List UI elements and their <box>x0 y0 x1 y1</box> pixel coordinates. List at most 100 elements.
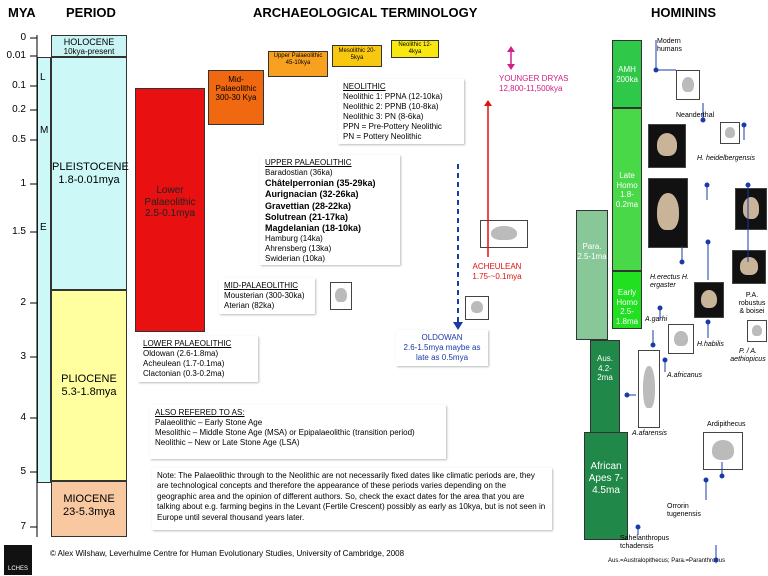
also-referred-info: ALSO REFERED TO AS: Palaeolithic – Early… <box>150 405 446 459</box>
upper-pal-line: Magdelanian (18-10ka) <box>265 223 362 233</box>
neolithic-box: Neolithic 12-4kya <box>391 40 439 58</box>
paranthropus-box: Para. 2.5-1ma <box>576 210 608 340</box>
mya-header: MYA <box>8 5 36 20</box>
early-homo-box: Early Homo 2.5-1.8ma <box>612 271 642 329</box>
lower-pal-line: Acheulean (1.7-0.1ma) <box>143 359 225 368</box>
ardipithecus-label: Ardipithecus <box>707 421 746 428</box>
pliocene-name: PLIOCENE <box>61 373 117 385</box>
mya-tick-label: 4 <box>20 412 26 423</box>
miocene-range: 23-5.3mya <box>63 505 115 518</box>
oldowan-label: OLDOWAN 2.6-1.5mya maybe as late as 0.5m… <box>396 330 488 366</box>
upper-pal-line: Solutrean (21-17ka) <box>265 211 349 222</box>
robustus-label: P.A. robustus & boisei <box>738 292 766 316</box>
afarensis-label: A.afarensis <box>632 430 668 437</box>
sub-epoch-late: L <box>40 72 46 83</box>
younger-dryas-label: YOUNGER DRYAS 12,800-11,500kya <box>499 74 585 93</box>
acheulean-range: 1.75-~0.1mya <box>472 271 522 281</box>
upper-pal-line: Châtelperronian (35-29ka) <box>265 178 376 188</box>
neolithic-line: Neolithic 3: PN (8-6ka) <box>343 112 424 121</box>
heidelbergensis-skull-image <box>720 122 740 144</box>
erectus-label: H.erectus H. ergaster <box>650 274 689 290</box>
upper-palaeolithic-info: UPPER PALAEOLITHIC Baradostian (36ka)Châ… <box>260 155 400 265</box>
acheulean-name: ACHEULEAN <box>472 262 522 271</box>
upper-pal-line: Swiderian (10ka) <box>265 254 326 264</box>
also-line: Mesolithic – Middle Stone Age (MSA) or E… <box>155 428 415 437</box>
lower-palaeolithic-info: LOWER PALAEOLITHIC Oldowan (2.6-1.8ma) A… <box>138 336 258 382</box>
oldowan-name: OLDOWAN <box>421 333 463 342</box>
aethiopicus-skull-image <box>747 320 767 342</box>
holocene-range: 10kya-present <box>63 47 115 57</box>
australopithecus-box: Aus. 4.2-2ma <box>590 340 620 440</box>
modern-humans-label: Modern humans <box>657 38 682 54</box>
upper-pal-line: Ahrensberg (13ka) <box>265 244 332 254</box>
neanderthal-skull-image <box>648 124 686 168</box>
mid-palaeolithic-info: MID-PALAEOLITHIC Mousterian (300-30ka) A… <box>219 278 315 314</box>
pleistocene-name: PLEISTOCENE <box>52 161 129 173</box>
holocene-box: HOLOCENE 10kya-present <box>51 35 127 57</box>
aethiopicus-label: P. / A. aethiopicus <box>730 348 766 364</box>
younger-dryas-range: 12,800-11,500kya <box>499 83 563 93</box>
upper-pal-title: UPPER PALAEOLITHIC <box>265 158 352 167</box>
neolithic-line: Neolithic 2: PPNB (10-8ka) <box>343 102 439 111</box>
oldowan-tool-image <box>465 296 489 320</box>
mid-palaeolithic-box: Mid-Palaeolithic 300-30 Kya <box>208 70 264 125</box>
pliocene-range: 5.3-1.8mya <box>61 385 117 398</box>
robustus-skull-image <box>735 188 767 230</box>
orrorin-label: Orrorin tugenensis <box>667 503 701 519</box>
period-header: PERIOD <box>66 5 116 20</box>
late-homo-box: Late Homo 1.8-0.2ma <box>612 108 642 271</box>
lower-pal-line: Clactonian (0.3-0.2ma) <box>143 369 225 378</box>
mya-tick-label: 3 <box>20 351 26 362</box>
sahelanthropus-label: Sahelanthropus tchadensis <box>620 535 670 551</box>
mid-pal-title: MID-PALAEOLITHIC <box>224 281 299 290</box>
sub-epoch-early: E <box>40 222 47 233</box>
neolithic-line: PN = Pottery Neolithic <box>343 132 422 141</box>
afarensis-skeleton-image <box>638 350 660 428</box>
upper-pal-line: Gravettian (28-22ka) <box>265 200 352 211</box>
mya-tick-label: 1.5 <box>12 226 26 237</box>
neolithic-info: NEOLITHIC Neolithic 1: PPNA (12-10ka) Ne… <box>338 79 464 144</box>
upper-pal-line: Baradostian (36ka) <box>265 168 333 177</box>
pleistocene-range: 1.8-0.01mya <box>58 173 120 186</box>
lower-palaeolithic-box: Lower Palaeolithic 2.5-0.1mya <box>135 88 205 332</box>
also-line: Neolithic – New or Late Stone Age (LSA) <box>155 438 300 447</box>
mid-pal-line: Mousterian (300-30ka) <box>224 291 305 300</box>
note-text: Note: The Palaeolithic through to the Ne… <box>152 468 552 530</box>
credit-text: © Alex Wilshaw, Leverhulme Centre for Hu… <box>50 549 405 558</box>
ardipithecus-skull-image <box>703 432 743 470</box>
pleistocene-box: PLEISTOCENE 1.8-0.01mya <box>51 57 129 290</box>
african-apes-box: African Apes 7-4.5ma <box>584 432 628 540</box>
mya-tick-label: 0.01 <box>6 50 26 61</box>
mya-tick-label: 2 <box>20 297 26 308</box>
erectus-skull-image <box>694 282 724 318</box>
neolithic-line: PPN = Pre-Pottery Neolithic <box>343 122 442 131</box>
miocene-box: MIOCENE 23-5.3mya <box>51 481 127 537</box>
mya-tick-label: 0.1 <box>12 80 26 91</box>
habilis-skull-image <box>668 324 694 354</box>
mya-tick-label: 1 <box>20 178 26 189</box>
upper-palaeolithic-box: Upper Palaeolithic 45-10kya <box>268 51 328 77</box>
lower-pal-title: LOWER PALAEOLITHIC <box>143 339 232 348</box>
mya-tick-label: 0.5 <box>12 134 26 145</box>
upper-pal-line: Aurignacian (32-26ka) <box>265 189 359 200</box>
oldowan-range: 2.6-1.5mya maybe as late as 0.5mya <box>403 343 481 362</box>
younger-dryas-name: YOUNGER DRYAS <box>499 74 569 83</box>
neolithic-line: Neolithic 1: PPNA (12-10ka) <box>343 92 443 101</box>
sub-epoch-middle: M <box>40 125 49 136</box>
modern-human-skull-image <box>676 70 700 100</box>
pliocene-box: PLIOCENE 5.3-1.8mya <box>51 290 127 481</box>
mya-tick-label: 5 <box>20 466 26 477</box>
also-title: ALSO REFERED TO AS: <box>155 408 245 417</box>
acheulean-label: ACHEULEAN 1.75-~0.1mya <box>466 262 528 282</box>
heidelbergensis-label: H. heidelbergensis <box>697 155 755 162</box>
mesolithic-box: Mesolithic 20-5kya <box>332 45 382 67</box>
lches-logo: LCHES <box>4 545 32 575</box>
hominins-header: HOMININS <box>651 5 716 20</box>
mousterian-tool-image <box>330 282 352 310</box>
lower-pal-line: Oldowan (2.6-1.8ma) <box>143 349 219 358</box>
garhi-label: A.garhi <box>645 316 668 323</box>
boisei-skull-image <box>732 250 766 284</box>
amh-box: AMH 200ka <box>612 40 642 108</box>
neanderthal-label: Neanderthal <box>676 112 715 119</box>
